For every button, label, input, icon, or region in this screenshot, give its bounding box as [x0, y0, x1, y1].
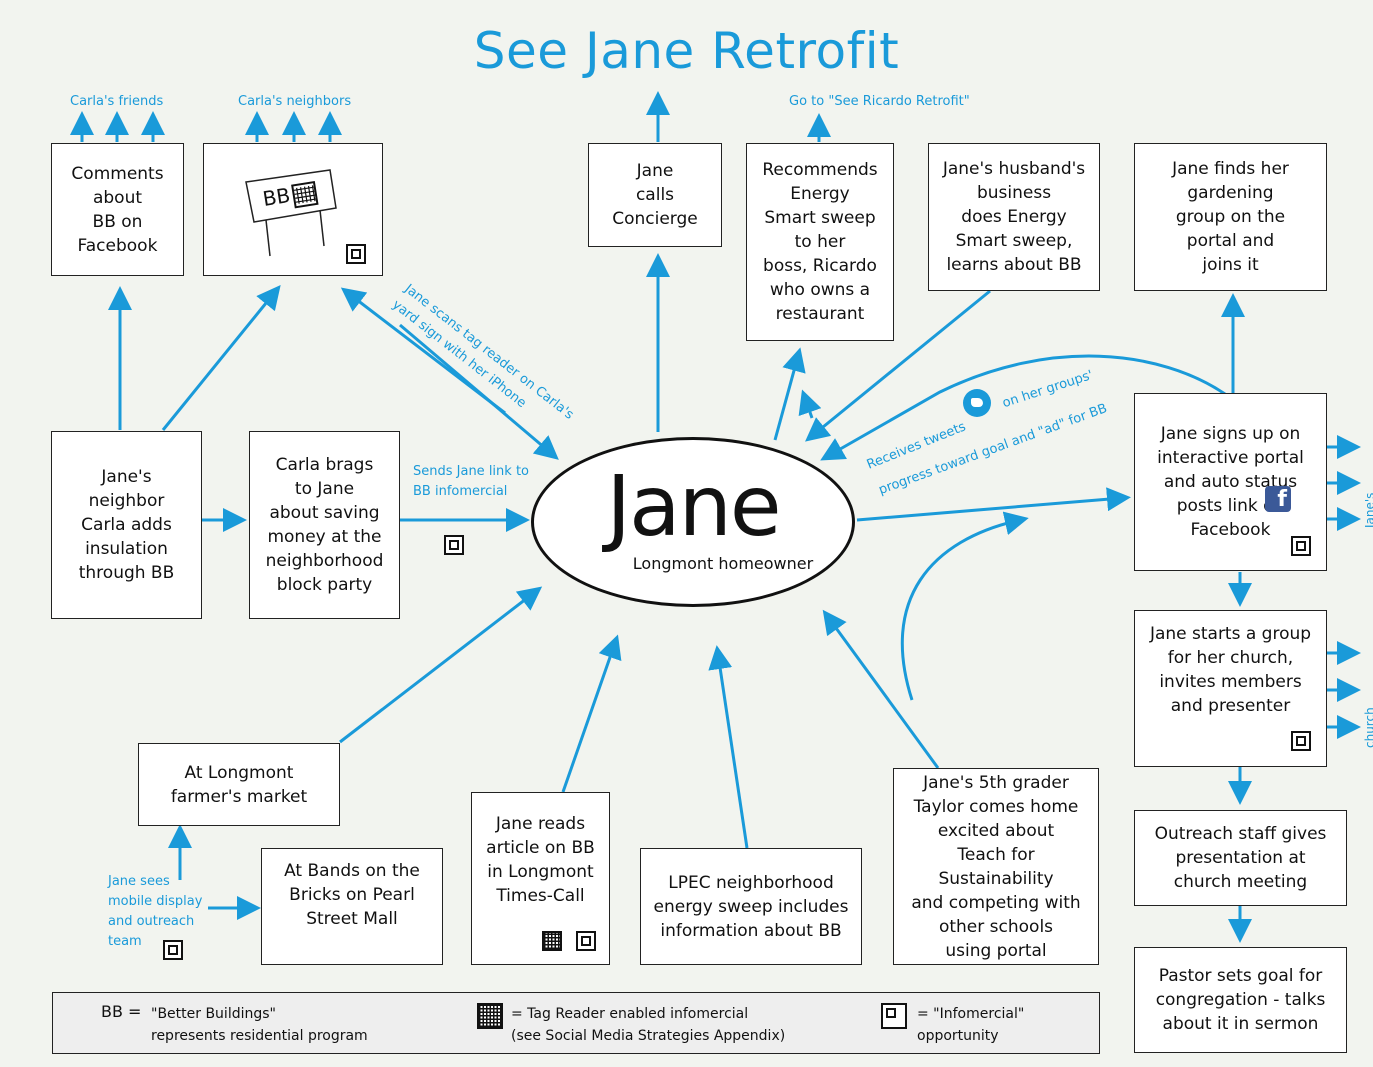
- jane-name: Jane: [606, 457, 781, 555]
- arrow-carla-sign: [161, 285, 281, 431]
- box-gardening: Jane finds her gardening group on the po…: [1134, 143, 1327, 291]
- tag-reader-icon: [542, 931, 562, 951]
- box-church-group: Jane starts a group for her church, invi…: [1134, 610, 1327, 767]
- signs-up-text: Jane signs up on interactive portal and …: [1157, 424, 1304, 540]
- infomercial-icon: [1291, 731, 1311, 751]
- reads-article-text: Jane reads article on BB in Longmont Tim…: [486, 813, 595, 906]
- box-outreach-staff: Outreach staff gives presentation at chu…: [1134, 810, 1347, 906]
- jane-subtitle: Longmont homeowner: [632, 554, 814, 573]
- label-church-members: church members: [1363, 707, 1373, 748]
- box-bands-bricks: At Bands on the Bricks on Pearl Street M…: [261, 848, 443, 965]
- box-comments-facebook: Comments about BB on Facebook: [51, 143, 184, 276]
- jane-center-node: Jane Longmont homeowner: [531, 437, 855, 607]
- arrow-article-jane: [561, 634, 622, 793]
- church-group-text: Jane starts a group for her church, invi…: [1149, 623, 1312, 716]
- arrow-husband-jane: [805, 289, 991, 442]
- label-jane-sees: Jane sees mobile display and outreach te…: [108, 874, 203, 949]
- box-fifth-grader: Jane's 5th grader Taylor comes home exci…: [893, 768, 1099, 965]
- arrow-scan-to-sign: [340, 287, 506, 415]
- facebook-icon: f: [1265, 486, 1291, 512]
- infomercial-icon: [346, 244, 366, 264]
- box-yard-sign: BB: [203, 143, 383, 276]
- page-title: See Jane Retrofit: [473, 22, 900, 80]
- box-jane-calls: Jane calls Concierge: [588, 143, 722, 247]
- box-carla-adds: Jane's neighbor Carla adds insulation th…: [51, 431, 202, 619]
- legend-bb-key: BB =: [101, 1002, 142, 1021]
- yard-sign-icon: BB: [245, 168, 337, 256]
- label-sends-link: Sends Jane link to BB infomercial: [413, 464, 529, 499]
- box-carla-brags: Carla brags to Jane about saving money a…: [249, 431, 400, 619]
- box-pastor: Pastor sets goal for congregation - talk…: [1134, 947, 1347, 1053]
- arrow-market-jane: [339, 586, 543, 744]
- label-go-to-ricardo: Go to "See Ricardo Retrofit": [789, 94, 970, 109]
- label-janes-friends: Jane's friends: [1363, 492, 1373, 528]
- yard-sign-text: BB: [261, 182, 292, 210]
- tag-reader-icon: [477, 1003, 503, 1029]
- infomercial-icon: [444, 535, 464, 555]
- box-recommends: Recommends Energy Smart sweep to her bos…: [746, 143, 894, 341]
- arrow-jane-recommends: [773, 347, 806, 441]
- legend-bb-definition: "Better Buildings" represents residentia…: [151, 1006, 368, 1044]
- legend-tag-definition: = Tag Reader enabled infomercial (see So…: [511, 1006, 786, 1044]
- legend-info-definition: = "Infomercial" opportunity: [917, 1006, 1025, 1044]
- box-husband: Jane's husband's business does Energy Sm…: [928, 143, 1100, 291]
- label-carlas-friends: Carla's friends: [70, 94, 164, 109]
- infomercial-icon: [1291, 536, 1311, 556]
- infomercial-icon: [163, 940, 183, 960]
- arrow-grader-jane: [822, 609, 940, 769]
- twitter-icon: [963, 389, 991, 417]
- curve-grader-signup: [900, 511, 1029, 701]
- legend: BB = "Better Buildings" represents resid…: [52, 992, 1100, 1054]
- box-farmers-market: At Longmont farmer's market: [138, 743, 340, 826]
- arrow-lpec-jane: [708, 645, 749, 849]
- arrow-small-recommends: [798, 389, 822, 419]
- arrow-tweets-curve: [820, 354, 1226, 461]
- infomercial-icon: [881, 1003, 907, 1029]
- infomercial-icon: [576, 931, 596, 951]
- box-signs-up: Jane signs up on interactive portal and …: [1134, 393, 1327, 571]
- box-lpec: LPEC neighborhood energy sweep includes …: [640, 848, 862, 965]
- arrow-jane-signup: [856, 487, 1131, 522]
- label-carlas-neighbors: Carla's neighbors: [238, 94, 352, 109]
- box-reads-article: Jane reads article on BB in Longmont Tim…: [471, 792, 610, 965]
